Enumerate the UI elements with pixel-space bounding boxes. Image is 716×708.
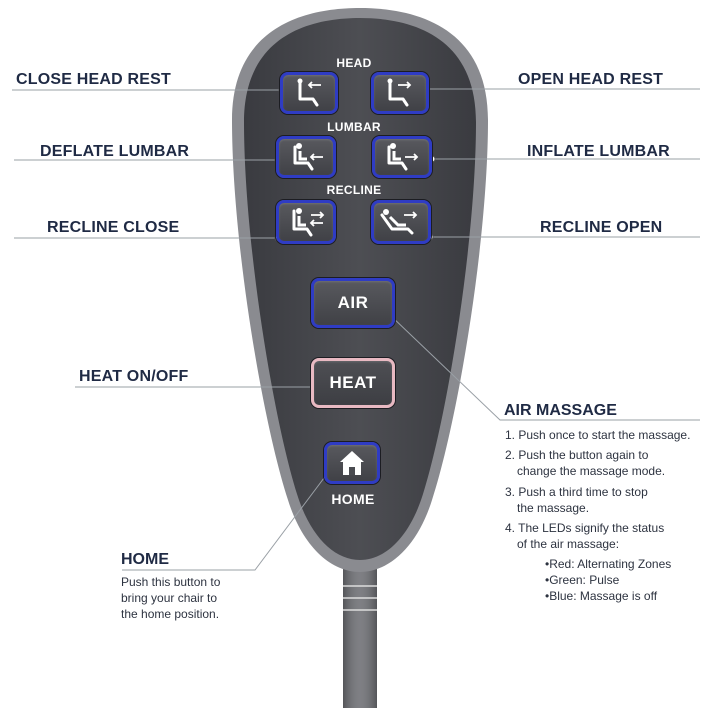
air-button-label: AIR bbox=[337, 293, 369, 312]
seat-recline-icon bbox=[292, 208, 325, 237]
deflate-lumbar-button[interactable] bbox=[276, 136, 336, 178]
led-state-red: •Red: Alternating Zones bbox=[545, 557, 672, 571]
callout-recline-open: RECLINE OPEN bbox=[540, 219, 663, 236]
air-step-1: 1. Push once to start the massage. bbox=[505, 428, 691, 442]
seat-recline-icon bbox=[380, 209, 418, 235]
recline-open-button[interactable] bbox=[371, 200, 431, 244]
led-state-green: •Green: Pulse bbox=[545, 573, 620, 587]
callout-close-head-rest: CLOSE HEAD REST bbox=[16, 71, 172, 88]
open-head-rest-button[interactable] bbox=[371, 72, 429, 114]
section-label-head: HEAD bbox=[336, 56, 372, 70]
air-step-4: 4. The LEDs signify the status bbox=[505, 521, 665, 535]
callout-inflate-lumbar: INFLATE LUMBAR bbox=[527, 143, 670, 160]
seat-head-icon bbox=[297, 78, 321, 107]
air-step-2: 2. Push the button again to bbox=[505, 448, 649, 462]
home-button[interactable] bbox=[324, 442, 380, 484]
house-icon bbox=[340, 451, 364, 475]
section-label-recline: RECLINE bbox=[326, 183, 382, 197]
callout-deflate-lumbar: DEFLATE LUMBAR bbox=[40, 143, 190, 160]
air-massage-button[interactable]: AIR bbox=[311, 278, 395, 328]
home-desc-line-1: Push this button to bbox=[121, 575, 221, 589]
callout-heat-on-off: HEAT ON/OFF bbox=[79, 368, 189, 385]
home-desc-line-2: bring your chair to bbox=[121, 591, 218, 605]
inflate-lumbar-button[interactable] bbox=[372, 136, 432, 178]
callout-open-head-rest: OPEN HEAD REST bbox=[518, 71, 664, 88]
close-head-rest-button[interactable] bbox=[280, 72, 338, 114]
heat-button[interactable]: HEAT bbox=[311, 358, 395, 408]
air-massage-title: AIR MASSAGE bbox=[504, 402, 617, 419]
callout-recline-close: RECLINE CLOSE bbox=[47, 219, 180, 236]
led-state-blue: •Blue: Massage is off bbox=[545, 589, 658, 603]
seat-lumbar-icon bbox=[387, 143, 419, 171]
section-label-lumbar: LUMBAR bbox=[327, 120, 381, 134]
air-step-4-cont: of the air massage: bbox=[517, 537, 620, 551]
seat-head-icon bbox=[387, 78, 412, 107]
home-title: HOME bbox=[121, 551, 169, 568]
air-step-3-cont: the massage. bbox=[517, 501, 590, 515]
seat-lumbar-icon bbox=[293, 143, 323, 171]
heat-button-label: HEAT bbox=[329, 373, 377, 392]
home-desc-line-3: the home position. bbox=[121, 607, 220, 621]
home-button-caption: HOME bbox=[331, 491, 375, 507]
air-step-2-cont: change the massage mode. bbox=[517, 464, 666, 478]
recline-close-button[interactable] bbox=[276, 200, 336, 244]
air-step-3: 3. Push a third time to stop bbox=[505, 485, 648, 499]
